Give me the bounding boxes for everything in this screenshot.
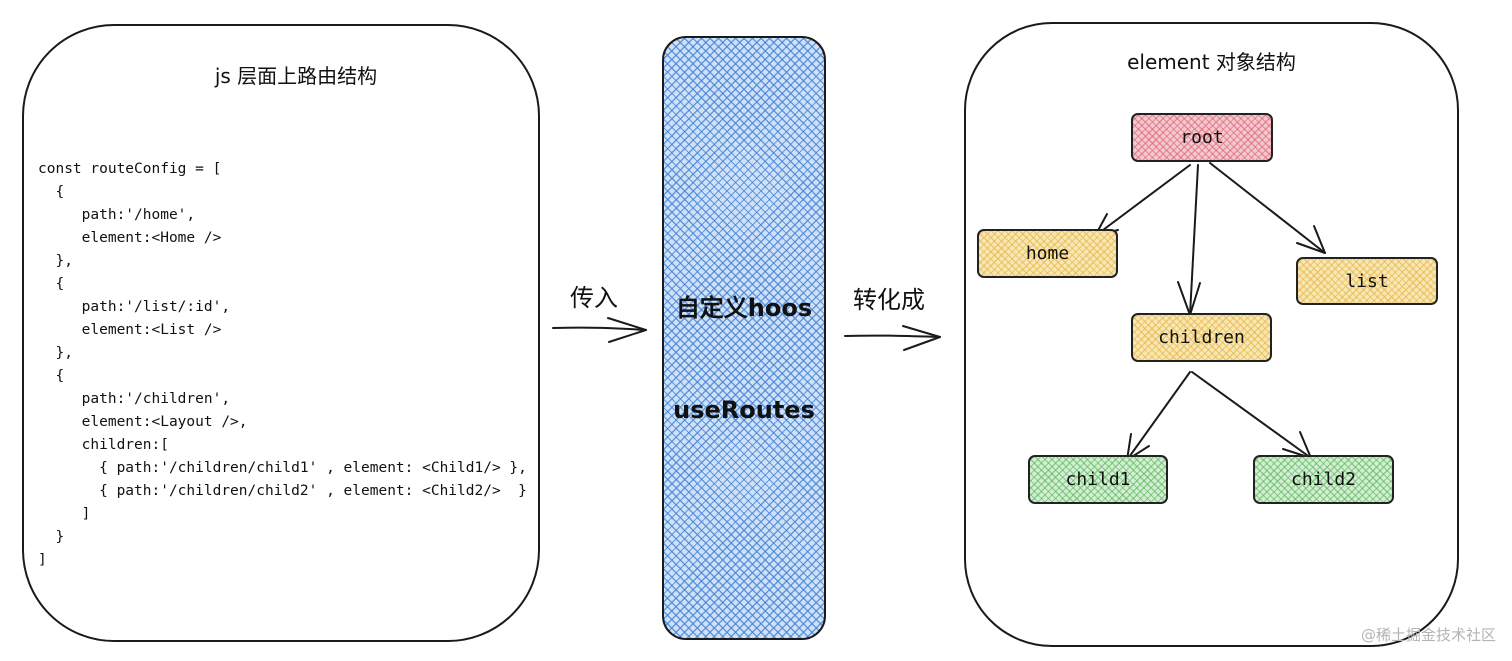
element-tree-title: element 对象结构 — [1127, 50, 1296, 74]
tree-node-root: root — [1131, 113, 1273, 162]
code-line: element:<List /> — [38, 322, 222, 338]
use-routes-hook-box: 自定义hoos useRoutes — [662, 36, 826, 640]
code-line: { — [38, 368, 65, 384]
code-line: path:'/children', — [38, 391, 231, 407]
code-line: element:<Layout />, — [38, 414, 248, 430]
code-line: ] — [38, 552, 47, 568]
code-line: } — [38, 529, 65, 545]
code-line: }, — [38, 253, 73, 269]
code-line: }, — [38, 345, 73, 361]
code-line: element:<Home /> — [38, 230, 222, 246]
edge-root-children — [1177, 164, 1201, 316]
code-line: path:'/list/:id', — [38, 299, 231, 315]
code-line: { — [38, 276, 65, 292]
tree-node-list: list — [1296, 257, 1438, 305]
edge-children-child1 — [1126, 371, 1191, 461]
use-routes-label: useRoutes — [673, 396, 815, 424]
tree-node-child2: child2 — [1253, 455, 1394, 504]
code-line: const routeConfig = [ — [38, 161, 222, 177]
tree-node-home: home — [977, 229, 1118, 278]
tree-node-child1: child1 — [1028, 455, 1168, 504]
custom-hook-label: 自定义hoos — [675, 294, 813, 322]
code-line: children:[ — [38, 437, 169, 453]
convert-arrow-label: 转化成 — [853, 286, 925, 314]
code-line: { path:'/children/child2' , element: <Ch… — [38, 483, 527, 499]
input-arrow — [552, 317, 647, 343]
input-arrow-label: 传入 — [570, 284, 618, 312]
edge-root-home — [1094, 164, 1191, 237]
watermark: @稀土掘金技术社区 — [1360, 626, 1496, 644]
edge-children-child2 — [1191, 371, 1312, 459]
route-config-title: js 层面上路由结构 — [214, 64, 378, 88]
code-line: { — [38, 184, 65, 200]
code-line: path:'/home', — [38, 207, 196, 223]
route-config-panel: js 层面上路由结构 const routeConfig = [ { path:… — [22, 24, 540, 642]
code-line: ] — [38, 506, 91, 522]
tree-node-children: children — [1131, 313, 1272, 362]
code-line: { path:'/children/child1' , element: <Ch… — [38, 460, 527, 476]
convert-arrow — [844, 325, 941, 351]
route-config-code: const routeConfig = [ { path:'/home', el… — [38, 158, 527, 572]
edge-root-list — [1209, 162, 1326, 254]
